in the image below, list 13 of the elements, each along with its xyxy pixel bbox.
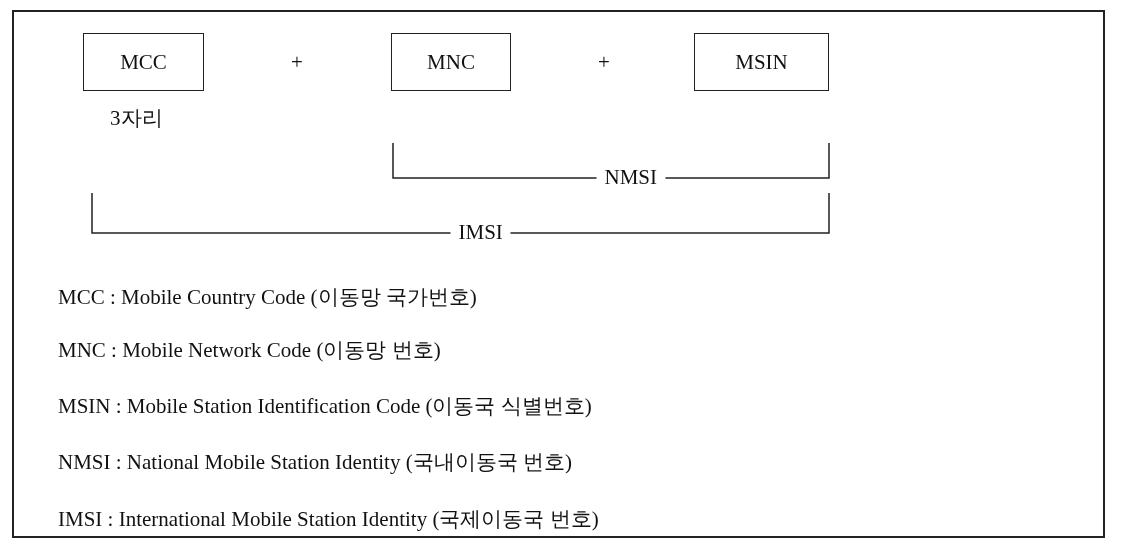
plus-sign: +: [291, 52, 303, 73]
code-box: MNC: [391, 33, 511, 91]
definition-text: MCC : Mobile Country Code (이동망 국가번호): [58, 287, 477, 308]
definition-text: MSIN : Mobile Station Identification Code (이동국 식별번호): [58, 396, 592, 417]
bracket-label: IMSI: [458, 222, 503, 243]
definition-text: NMSI : National Mobile Station Identity (국내이동국 번호): [58, 452, 572, 473]
plus-sign: +: [598, 52, 610, 73]
code-box: MCC: [83, 33, 204, 91]
bracket-label: NMSI: [604, 167, 657, 188]
definition-text: MNC : Mobile Network Code (이동망 번호): [58, 340, 441, 361]
code-box: MSIN: [694, 33, 829, 91]
definition-text: IMSI : International Mobile Station Identity (국제이동국 번호): [58, 509, 599, 530]
digit-count-note: 3자리: [110, 108, 163, 129]
